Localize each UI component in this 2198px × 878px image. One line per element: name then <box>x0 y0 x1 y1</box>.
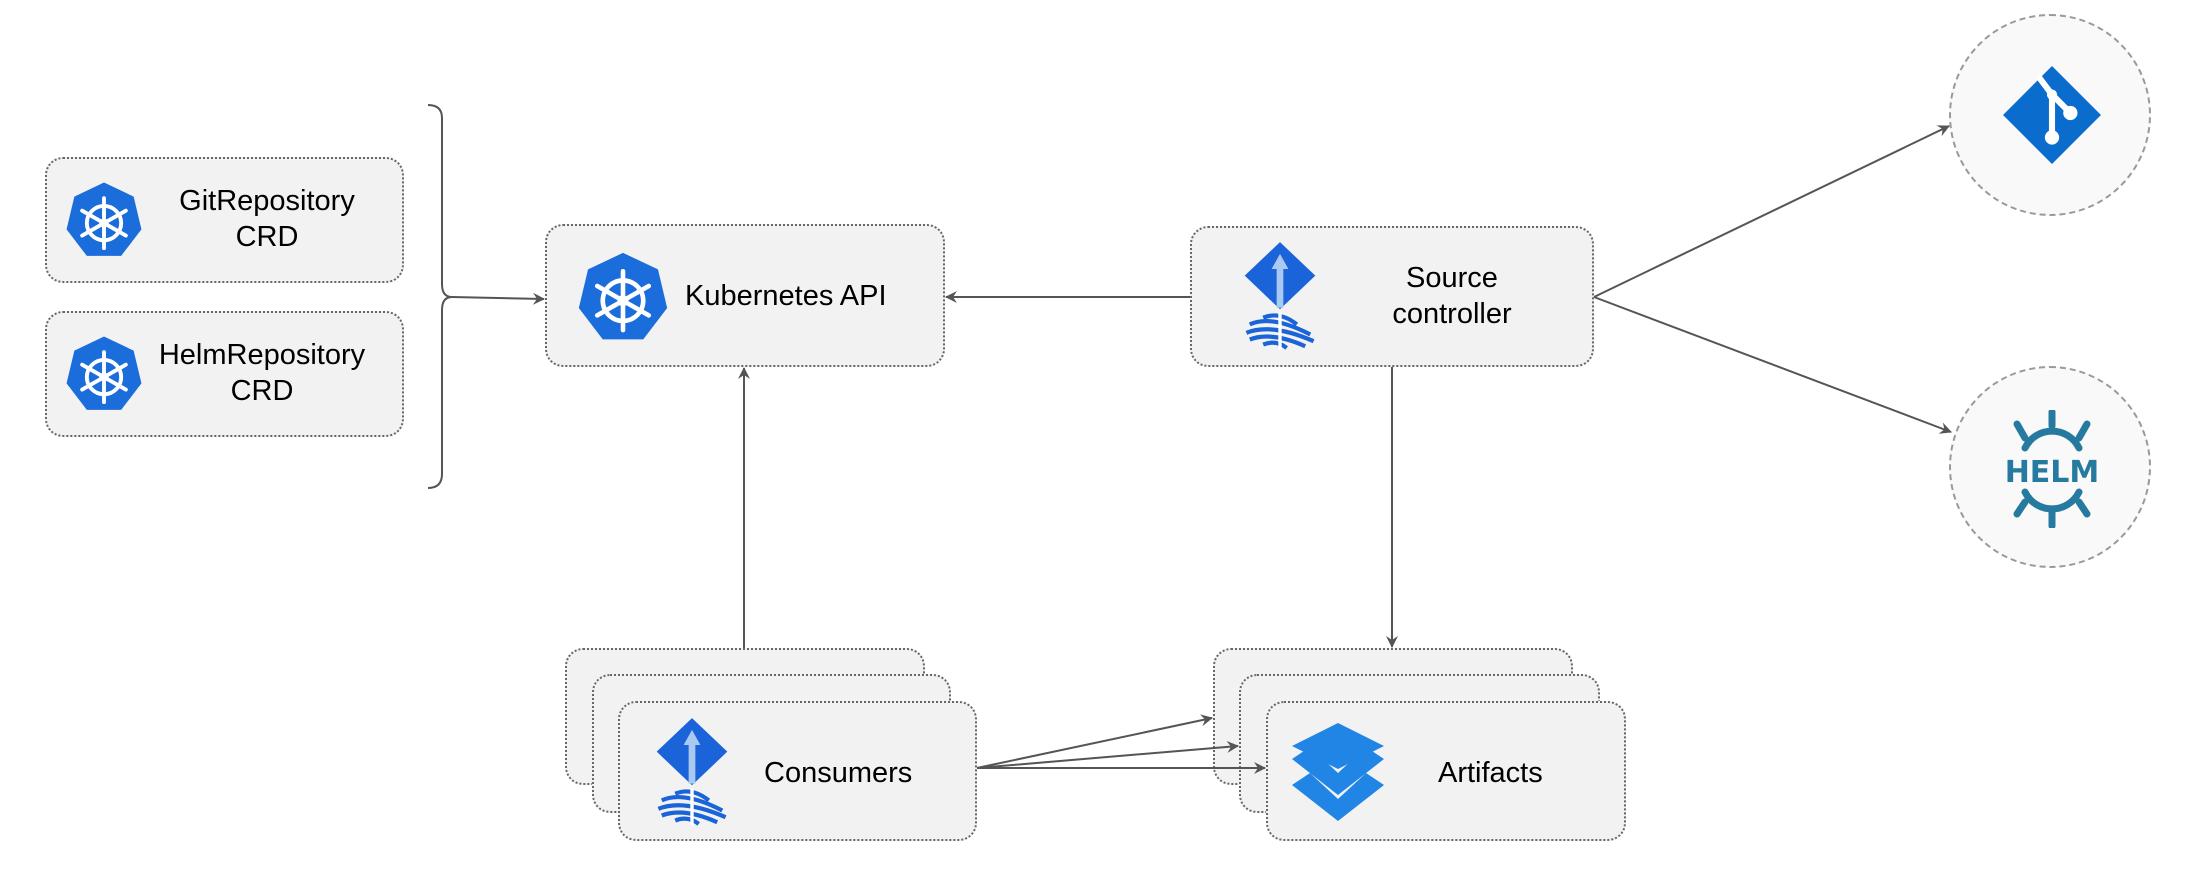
helm-icon: HELM <box>2005 410 2100 528</box>
git-node[interactable] <box>1949 14 2151 216</box>
crd-brace <box>427 104 453 489</box>
node-label-line1: HelmRepository <box>158 339 366 371</box>
edge-consumers-to-artifacts-2 <box>976 740 1239 769</box>
node-label-line1: GitRepository <box>179 185 355 217</box>
node-label: Artifacts <box>1438 757 1543 789</box>
helm-node[interactable]: HELM <box>1949 366 2151 568</box>
helm-logo-text: HELM <box>2005 455 2100 490</box>
git-repository-crd-node[interactable]: GitRepository CRD <box>45 157 404 283</box>
edge-consumers-to-artifacts-1 <box>976 714 1213 769</box>
kubernetes-api-node[interactable]: Kubernetes API <box>545 224 945 367</box>
node-label-line2: controller <box>1392 298 1512 330</box>
edge-crds-to-kubernetes-api <box>451 292 545 305</box>
node-label-line2: CRD <box>230 375 294 407</box>
node-label-line1: Source <box>1406 262 1498 294</box>
node-label: Kubernetes API <box>685 280 887 312</box>
source-controller-node[interactable]: Source controller <box>1190 226 1594 367</box>
edge-source-controller-to-git <box>1593 125 1950 298</box>
artifacts-node[interactable]: Artifacts <box>1266 701 1626 841</box>
edge-source-controller-to-helm <box>1593 296 1952 434</box>
node-label: Consumers <box>764 757 913 789</box>
git-icon <box>2003 66 2101 164</box>
helm-repository-crd-node[interactable]: HelmRepository CRD <box>45 311 404 437</box>
node-label-line2: CRD <box>235 221 299 253</box>
consumers-node[interactable]: Consumers <box>618 701 977 841</box>
layers-icon <box>1292 723 1384 821</box>
